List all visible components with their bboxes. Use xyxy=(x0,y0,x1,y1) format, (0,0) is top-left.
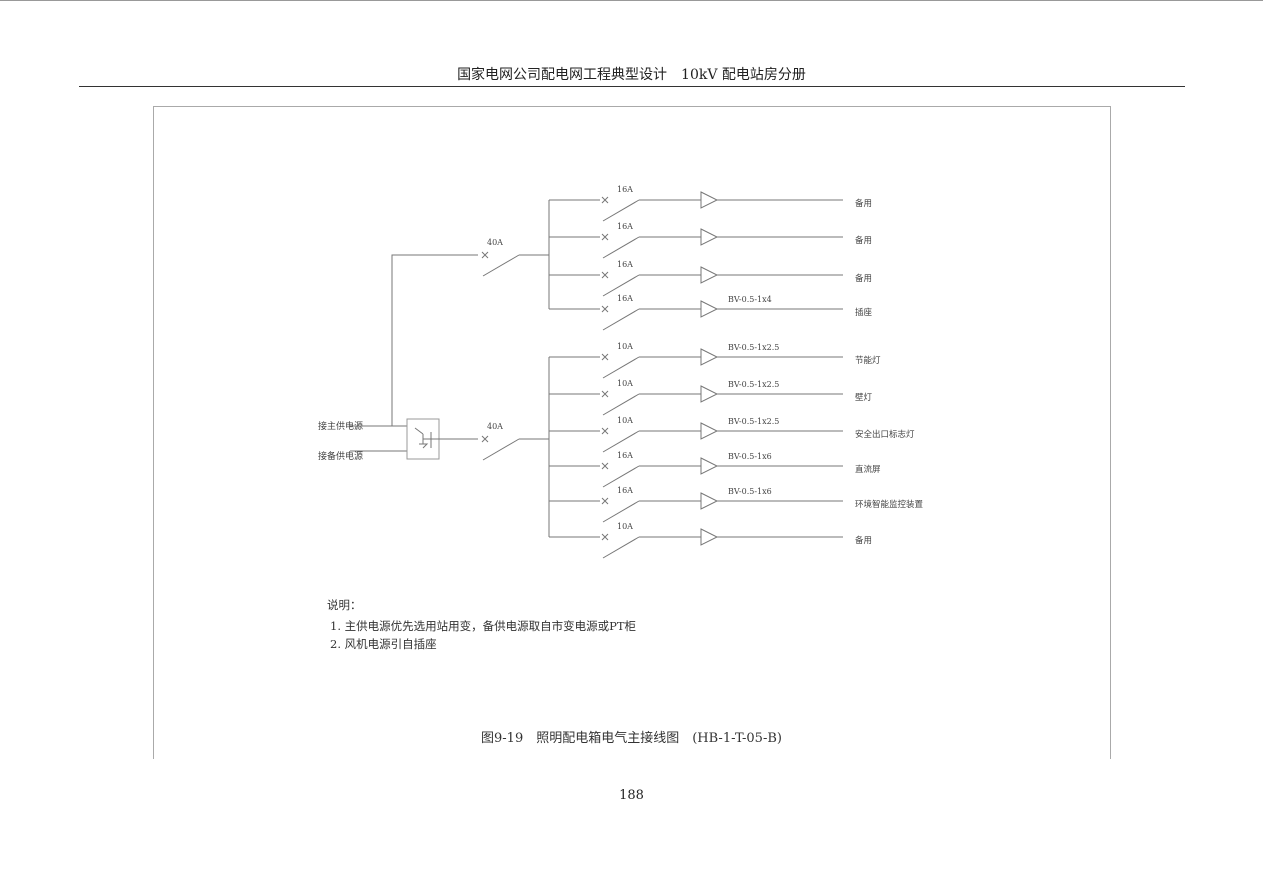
branch-breaker-switch-blade xyxy=(602,465,640,488)
cable-triangle-icon xyxy=(700,385,719,403)
breaker-rating: 16A xyxy=(617,260,633,269)
branch-breaker-x-icon xyxy=(601,196,609,204)
cable-spec: BV-0.5-1x2.5 xyxy=(728,380,779,389)
page-number: 188 xyxy=(619,788,644,803)
branch-breaker-switch-blade xyxy=(602,199,640,222)
branch-breaker-switch-blade xyxy=(602,393,640,416)
cable-triangle-icon xyxy=(700,492,719,510)
breaker-rating: 10A xyxy=(617,522,633,531)
breaker-rating: 16A xyxy=(617,222,633,231)
branch-breaker-switch-blade xyxy=(602,274,640,297)
load-label: 备用 xyxy=(855,535,872,546)
main-source-label: 接主供电源 xyxy=(318,420,363,432)
load-label: 环境智能监控装置 xyxy=(855,499,924,510)
upper-feeder-rating: 40A xyxy=(487,238,503,247)
load-label: 壁灯 xyxy=(855,392,873,403)
branch-breaker-x-icon xyxy=(601,533,609,541)
load-label: 直流屏 xyxy=(855,464,881,475)
cable-triangle-icon xyxy=(700,266,719,284)
cable-spec: BV-0.5-1x2.5 xyxy=(728,417,779,426)
page-header: 国家电网公司配电网工程典型设计 10kV 配电站房分册 xyxy=(457,67,806,83)
top-border xyxy=(0,0,1263,1)
breaker-rating: 16A xyxy=(617,486,633,495)
load-label: 备用 xyxy=(855,273,872,284)
circuit-branch: 16A BV-0.5-1x4 插座 xyxy=(549,294,873,331)
load-label: 节能灯 xyxy=(855,355,881,366)
note-2: 2. 风机电源引自插座 xyxy=(330,637,437,651)
load-label: 安全出口标志灯 xyxy=(855,429,915,440)
circuit-branch: 16A 备用 xyxy=(549,260,872,297)
breaker-rating: 16A xyxy=(617,451,633,460)
lower-feeder-breaker-x-icon xyxy=(481,435,489,443)
circuit-branch: 10A 备用 xyxy=(549,522,872,559)
circuit-branch: 10A BV-0.5-1x2.5 节能灯 xyxy=(549,342,881,379)
cable-triangle-icon xyxy=(700,528,719,546)
cable-spec: BV-0.5-1x4 xyxy=(728,295,772,304)
upper-feed-line xyxy=(391,254,478,426)
branch-breaker-x-icon xyxy=(601,390,609,398)
branch-breaker-x-icon xyxy=(601,271,609,279)
drawing-frame xyxy=(153,106,1111,759)
backup-source-label: 接备供电源 xyxy=(318,450,363,462)
circuit-branch: 16A 备用 xyxy=(549,222,872,259)
branch-breaker-switch-blade xyxy=(602,308,640,331)
cable-triangle-icon xyxy=(700,228,719,246)
cable-triangle-icon xyxy=(700,422,719,440)
circuit-branch: 10A BV-0.5-1x2.5 安全出口标志灯 xyxy=(549,416,915,453)
branch-breaker-x-icon xyxy=(601,497,609,505)
circuit-branch: 16A BV-0.5-1x6 直流屏 xyxy=(549,451,881,488)
branch-breaker-switch-blade xyxy=(602,236,640,259)
branch-breaker-switch-blade xyxy=(602,356,640,379)
branch-breaker-x-icon xyxy=(601,305,609,313)
load-label: 备用 xyxy=(855,235,872,246)
cable-triangle-icon xyxy=(700,300,719,318)
upper-feeder-breaker-switch-blade xyxy=(482,254,520,277)
lower-feeder-rating: 40A xyxy=(487,422,503,431)
transfer-switch-icon xyxy=(414,427,439,449)
cable-spec: BV-0.5-1x2.5 xyxy=(728,343,779,352)
upper-feeder-breaker-x-icon xyxy=(481,251,489,259)
branch-breaker-switch-blade xyxy=(602,500,640,523)
branch-breaker-x-icon xyxy=(601,462,609,470)
breaker-rating: 10A xyxy=(617,342,633,351)
circuit-branch: 10A BV-0.5-1x2.5 壁灯 xyxy=(549,379,873,416)
breaker-rating: 10A xyxy=(617,416,633,425)
branch-breaker-switch-blade xyxy=(602,536,640,559)
load-label: 备用 xyxy=(855,198,872,209)
branch-breaker-x-icon xyxy=(601,427,609,435)
breaker-rating: 16A xyxy=(617,294,633,303)
note-1: 1. 主供电源优先选用站用变，备供电源取自市变电源或PT柜 xyxy=(330,619,637,633)
notes-title: 说明： xyxy=(327,598,362,612)
cable-triangle-icon xyxy=(700,191,719,209)
branch-breaker-switch-blade xyxy=(602,430,640,453)
breaker-rating: 16A xyxy=(617,185,633,194)
header-rule xyxy=(79,86,1185,87)
cable-triangle-icon xyxy=(700,348,719,366)
branch-breaker-x-icon xyxy=(601,233,609,241)
breaker-rating: 10A xyxy=(617,379,633,388)
branch-breaker-x-icon xyxy=(601,353,609,361)
cable-spec: BV-0.5-1x6 xyxy=(728,487,772,496)
circuit-branch: 16A 备用 xyxy=(549,185,872,222)
figure-caption: 图9-19 照明配电箱电气主接线图 (HB-1-T-05-B) xyxy=(481,731,782,746)
lower-feeder-breaker-switch-blade xyxy=(482,438,520,461)
load-label: 插座 xyxy=(855,307,873,318)
cable-triangle-icon xyxy=(700,457,719,475)
cable-spec: BV-0.5-1x6 xyxy=(728,452,772,461)
circuit-branch: 16A BV-0.5-1x6 环境智能监控装置 xyxy=(549,486,924,523)
